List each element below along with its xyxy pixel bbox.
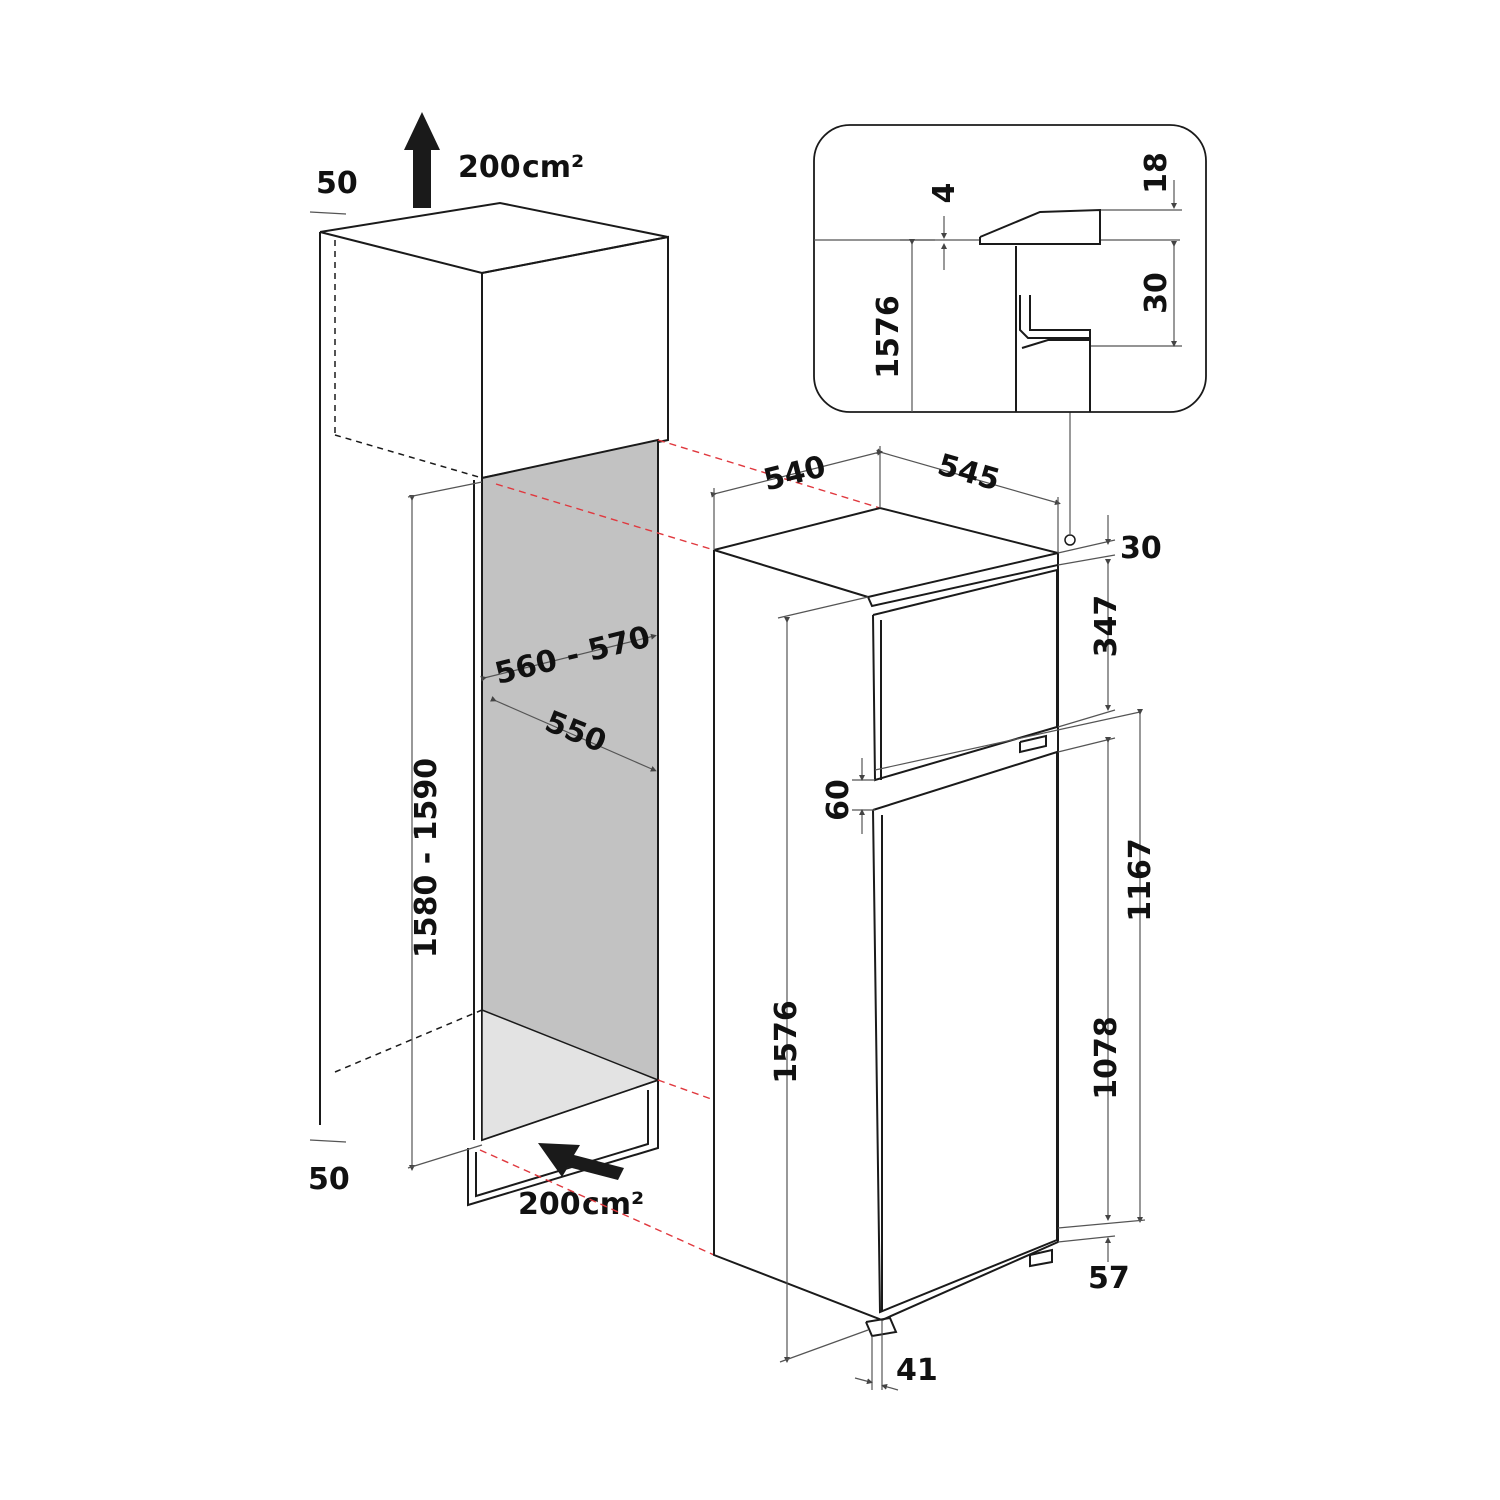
detail-hinge	[1019, 295, 1091, 339]
hinge-height-value: 1167	[1123, 838, 1158, 922]
fridge-door	[872, 750, 1058, 1314]
cabinet-plinth-hidden	[334, 1009, 483, 1073]
width-value: 540	[760, 449, 829, 498]
cabinet-height-ext-bottom	[407, 1144, 483, 1169]
cabinet-top-hidden	[334, 434, 483, 479]
gap-top-line	[309, 211, 347, 215]
arrow-in-icon	[538, 1143, 624, 1180]
cabinet-floor	[481, 1008, 661, 1142]
total-height-value: 1576	[769, 1000, 804, 1084]
detail-bracket-value: 30	[1139, 272, 1174, 314]
depth-line	[876, 448, 1061, 506]
detail-door	[1021, 339, 1091, 412]
cabinet-width-line	[480, 633, 657, 682]
width-line	[710, 449, 883, 498]
cabinet-top-front	[481, 235, 669, 480]
foot-right	[1029, 1248, 1053, 1268]
depth-value: 545	[934, 447, 1004, 498]
detail-top-value: 18	[1139, 152, 1174, 194]
detail-height-value: 1576	[871, 295, 906, 379]
vent-bottom-unit: cm²	[582, 1187, 644, 1222]
vent-bottom-value: 200	[518, 1187, 581, 1222]
cabinet-height-ext-top	[407, 481, 483, 498]
vent-top-value: 200	[458, 150, 521, 185]
hinge-block	[1019, 734, 1047, 754]
detail-bracket	[979, 208, 1101, 245]
door-offset-value: 41	[896, 1353, 938, 1388]
foot-left	[865, 1316, 898, 1338]
appliance-outline	[713, 506, 1059, 1322]
foot-height-value: 57	[1088, 1261, 1130, 1296]
gap-bottom-line	[309, 1139, 347, 1143]
gap-top-value: 50	[316, 166, 358, 201]
arrow-up-icon	[404, 112, 440, 208]
cabinet-depth-line	[490, 696, 657, 772]
detail-gap-value: 4	[927, 183, 962, 204]
door-gap-value: 60	[821, 779, 856, 821]
fridge-door-value: 1078	[1089, 1016, 1124, 1100]
cabinet-plinth	[467, 1080, 659, 1207]
cabinet-drawing: 200 cm² 200 cm² 50 50 1580 - 1590 560 - …	[308, 112, 669, 1222]
cabinet-height-value: 1580 - 1590	[409, 758, 444, 958]
freezer-door	[872, 568, 1058, 782]
gap-bottom-value: 50	[308, 1162, 350, 1197]
detail-callout-point	[1064, 534, 1076, 546]
appliance-drawing: 540 545 30 347 1167 1078 57 60	[710, 412, 1162, 1391]
freezer-door-value: 347	[1089, 595, 1124, 658]
door-offset-line	[854, 1377, 873, 1385]
appliance-top-edge	[713, 549, 869, 598]
top-gap-value: 30	[1120, 531, 1162, 566]
vent-top-unit: cm²	[522, 150, 584, 185]
appliance-top-cap	[867, 551, 1059, 608]
detail-inset: 1576 4 18 30	[813, 124, 1207, 413]
cabinet-top-lid	[319, 201, 669, 275]
